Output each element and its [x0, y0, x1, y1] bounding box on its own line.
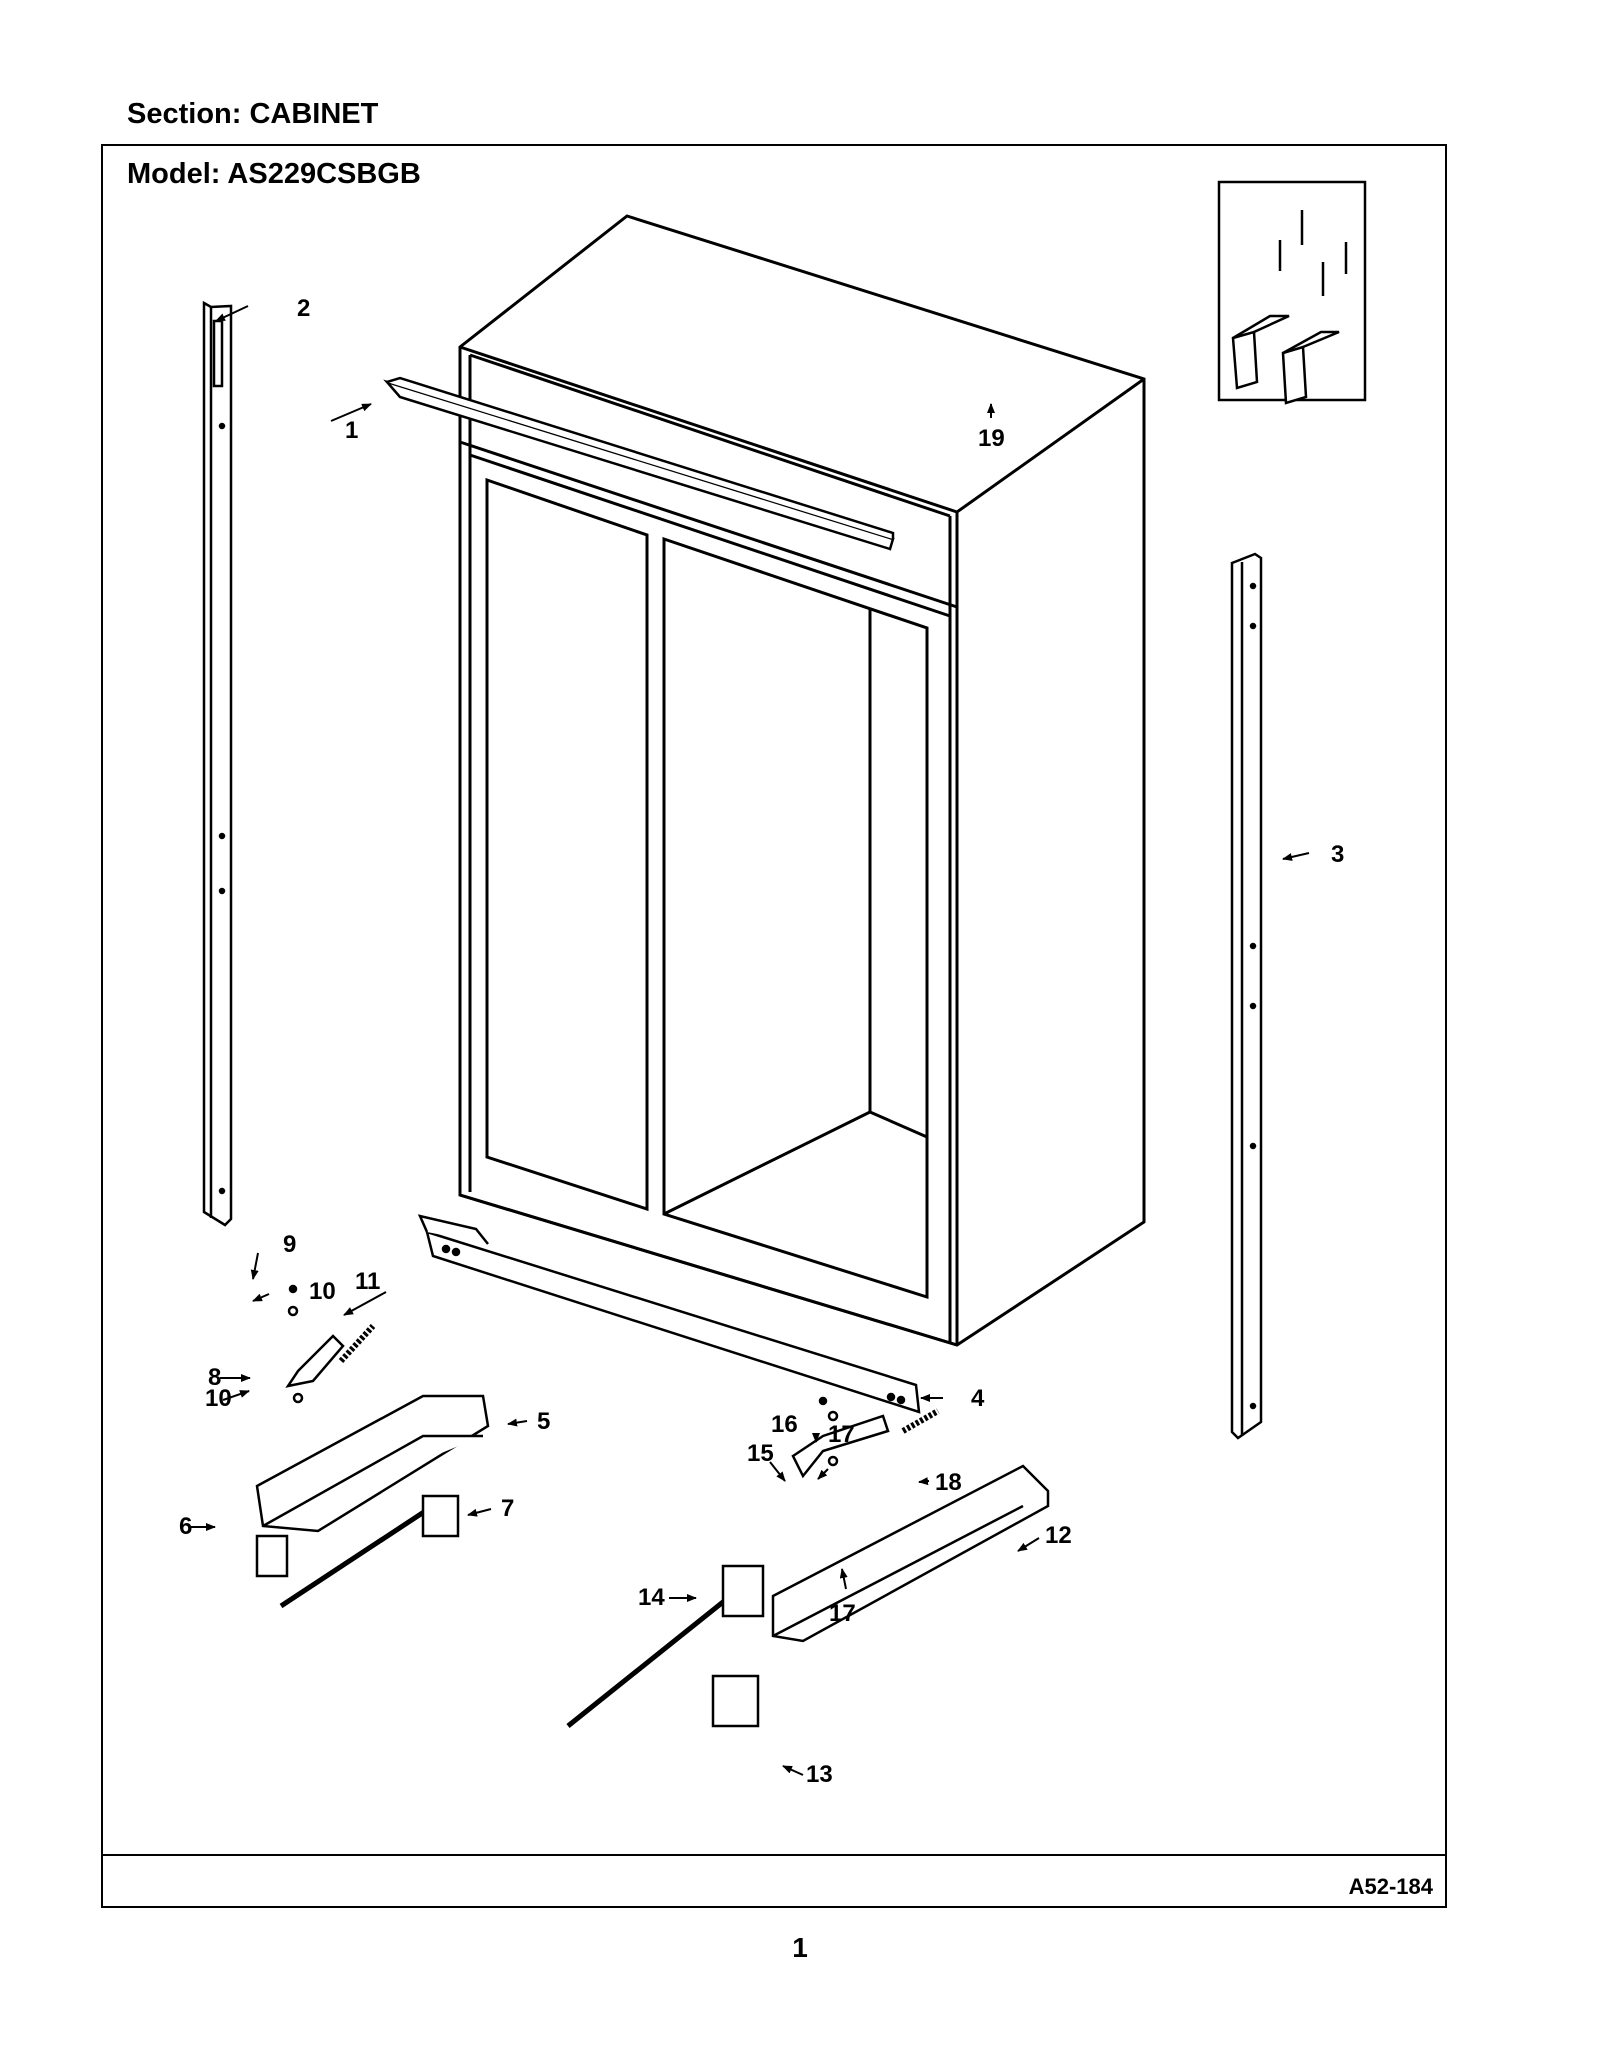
part-14-hinge-rod — [566, 1584, 745, 1728]
callout-7: 7 — [501, 1495, 514, 1522]
callout-5: 5 — [537, 1408, 550, 1435]
callout-1: 1 — [345, 417, 358, 444]
callout-17a: 17 — [828, 1421, 855, 1448]
parts-diagram-frame: Model: AS229CSBGB — [101, 144, 1447, 1908]
callout-3: 3 — [1331, 841, 1344, 868]
callout-4: 4 — [971, 1385, 985, 1412]
part-19-bracket-kit — [1217, 180, 1367, 405]
part-8-hinge-arm — [285, 1334, 345, 1388]
part-1-top-rail — [383, 376, 895, 551]
callout-19: 19 — [978, 425, 1005, 452]
section-title: Section: CABINET — [127, 98, 379, 130]
callout-10b: 10 — [205, 1385, 232, 1412]
callout-9: 9 — [283, 1231, 296, 1258]
model-title: Model: AS229CSBGB — [127, 158, 421, 190]
part-4-bottom-rail — [417, 1214, 921, 1414]
part-3-right-trim — [1230, 552, 1263, 1440]
part-2-left-trim — [202, 300, 233, 1227]
part-15-hinge-arm — [791, 1414, 890, 1479]
callout-16: 16 — [771, 1411, 798, 1438]
right-hinge-assembly — [566, 1396, 1050, 1728]
part-16-screw — [818, 1396, 828, 1406]
exploded-view-drawing: 1 2 3 4 5 6 7 8 9 10 10 11 12 13 14 15 1… — [179, 180, 1367, 1788]
footer-divider — [103, 1854, 1445, 1856]
page-number: 1 — [792, 1932, 808, 1963]
callout-8: 8 — [208, 1364, 221, 1391]
part-18-spring — [901, 1408, 940, 1434]
part-7-hinge-rod — [279, 1503, 435, 1609]
callout-arrows — [190, 305, 1310, 1776]
callout-10a: 10 — [309, 1278, 336, 1305]
part-10-washer — [287, 1305, 299, 1317]
callout-14: 14 — [638, 1584, 665, 1611]
part-13-lower-hinge-block — [711, 1674, 760, 1728]
left-hinge-assembly — [255, 1284, 490, 1609]
callout-11: 11 — [355, 1268, 380, 1295]
callout-6: 6 — [179, 1513, 192, 1540]
callout-13: 13 — [806, 1761, 833, 1788]
callout-12: 12 — [1045, 1522, 1072, 1549]
cabinet-body — [458, 214, 1146, 1347]
callout-18: 18 — [935, 1469, 962, 1496]
part-11-spring — [338, 1323, 376, 1364]
part-6-left-hinge-block — [255, 1534, 289, 1578]
part-17-washer — [827, 1410, 839, 1422]
figure-code: A52-184 — [1348, 1874, 1433, 1899]
callout-17b: 17 — [829, 1600, 856, 1627]
callout-2: 2 — [297, 295, 310, 322]
part-9-screw — [288, 1284, 298, 1294]
callout-labels: 1 2 3 4 5 6 7 8 9 10 10 11 12 13 14 15 1… — [179, 295, 1344, 1788]
callout-15: 15 — [747, 1440, 774, 1467]
